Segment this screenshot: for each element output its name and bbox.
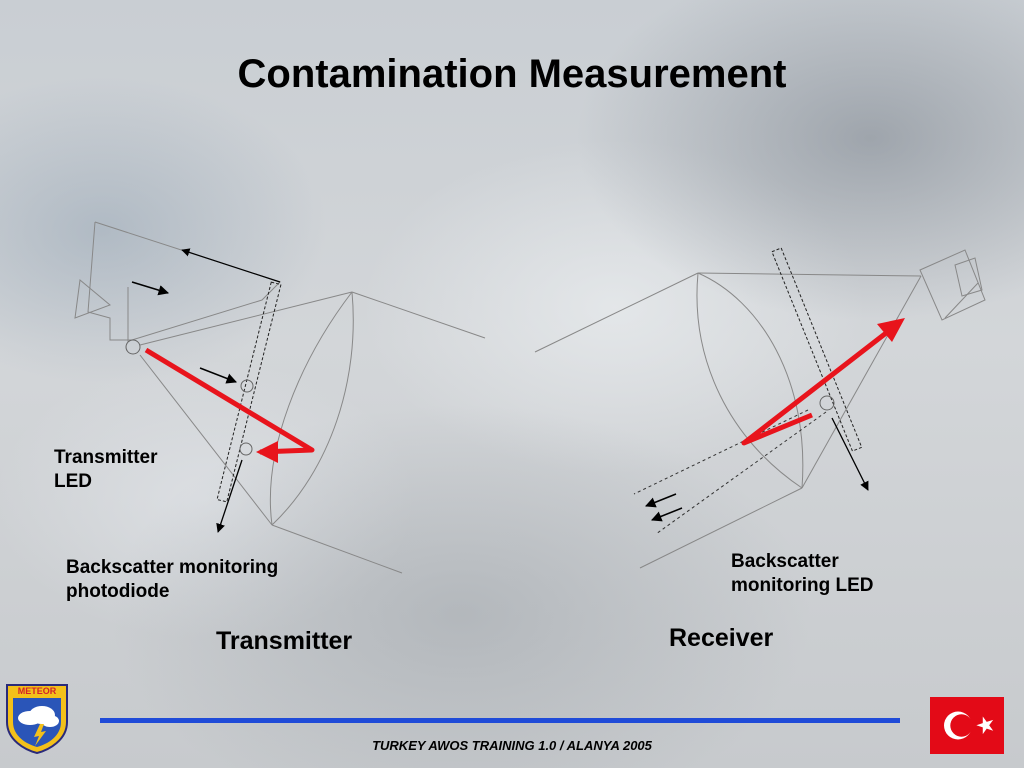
receiver-assembly bbox=[534, 249, 986, 569]
scattered-path-upper bbox=[633, 409, 809, 495]
turkey-flag-icon bbox=[930, 697, 1004, 754]
photodiode-upper-circle bbox=[240, 379, 254, 393]
arrow-photodiode-out bbox=[216, 459, 243, 533]
backscatter-photodiode-label: Backscatter monitoring photodiode bbox=[66, 557, 279, 602]
arrow-top-return bbox=[181, 248, 281, 283]
footer-divider bbox=[100, 718, 900, 723]
backscatter-led-label: Backscatter monitoring LED bbox=[731, 551, 874, 596]
page-title: Contamination Measurement bbox=[237, 52, 787, 96]
transmitter-caption: Transmitter bbox=[216, 627, 353, 655]
receiver-beam-arrowhead bbox=[877, 318, 905, 342]
transmitter-beam-arrowhead bbox=[256, 441, 278, 463]
receiver-window bbox=[771, 247, 863, 452]
backscatter-led-circle bbox=[819, 395, 835, 411]
transmitter-led-label: Transmitter LED bbox=[54, 447, 158, 492]
transmitter-assembly bbox=[74, 221, 486, 574]
scattered-path-lower bbox=[655, 411, 827, 535]
footer-text: TURKEY AWOS TRAINING 1.0 / ALANYA 2005 bbox=[372, 738, 652, 753]
arrow-scatter-2 bbox=[651, 507, 683, 522]
meteor-cloud-lightning-shield-icon: METEOR bbox=[6, 684, 68, 754]
receiver-beam bbox=[741, 328, 892, 446]
photodiode-lower-circle bbox=[239, 442, 253, 456]
transmitter-led-circle bbox=[125, 339, 141, 355]
logo-text: METEOR bbox=[18, 686, 57, 696]
receiver-caption: Receiver bbox=[669, 624, 774, 652]
arrow-scatter-1 bbox=[645, 493, 677, 508]
arrow-incoming bbox=[131, 281, 170, 296]
arrow-receiver-out bbox=[831, 417, 869, 491]
transmitter-beam bbox=[144, 347, 315, 455]
arrow-to-photodiode bbox=[199, 367, 237, 384]
